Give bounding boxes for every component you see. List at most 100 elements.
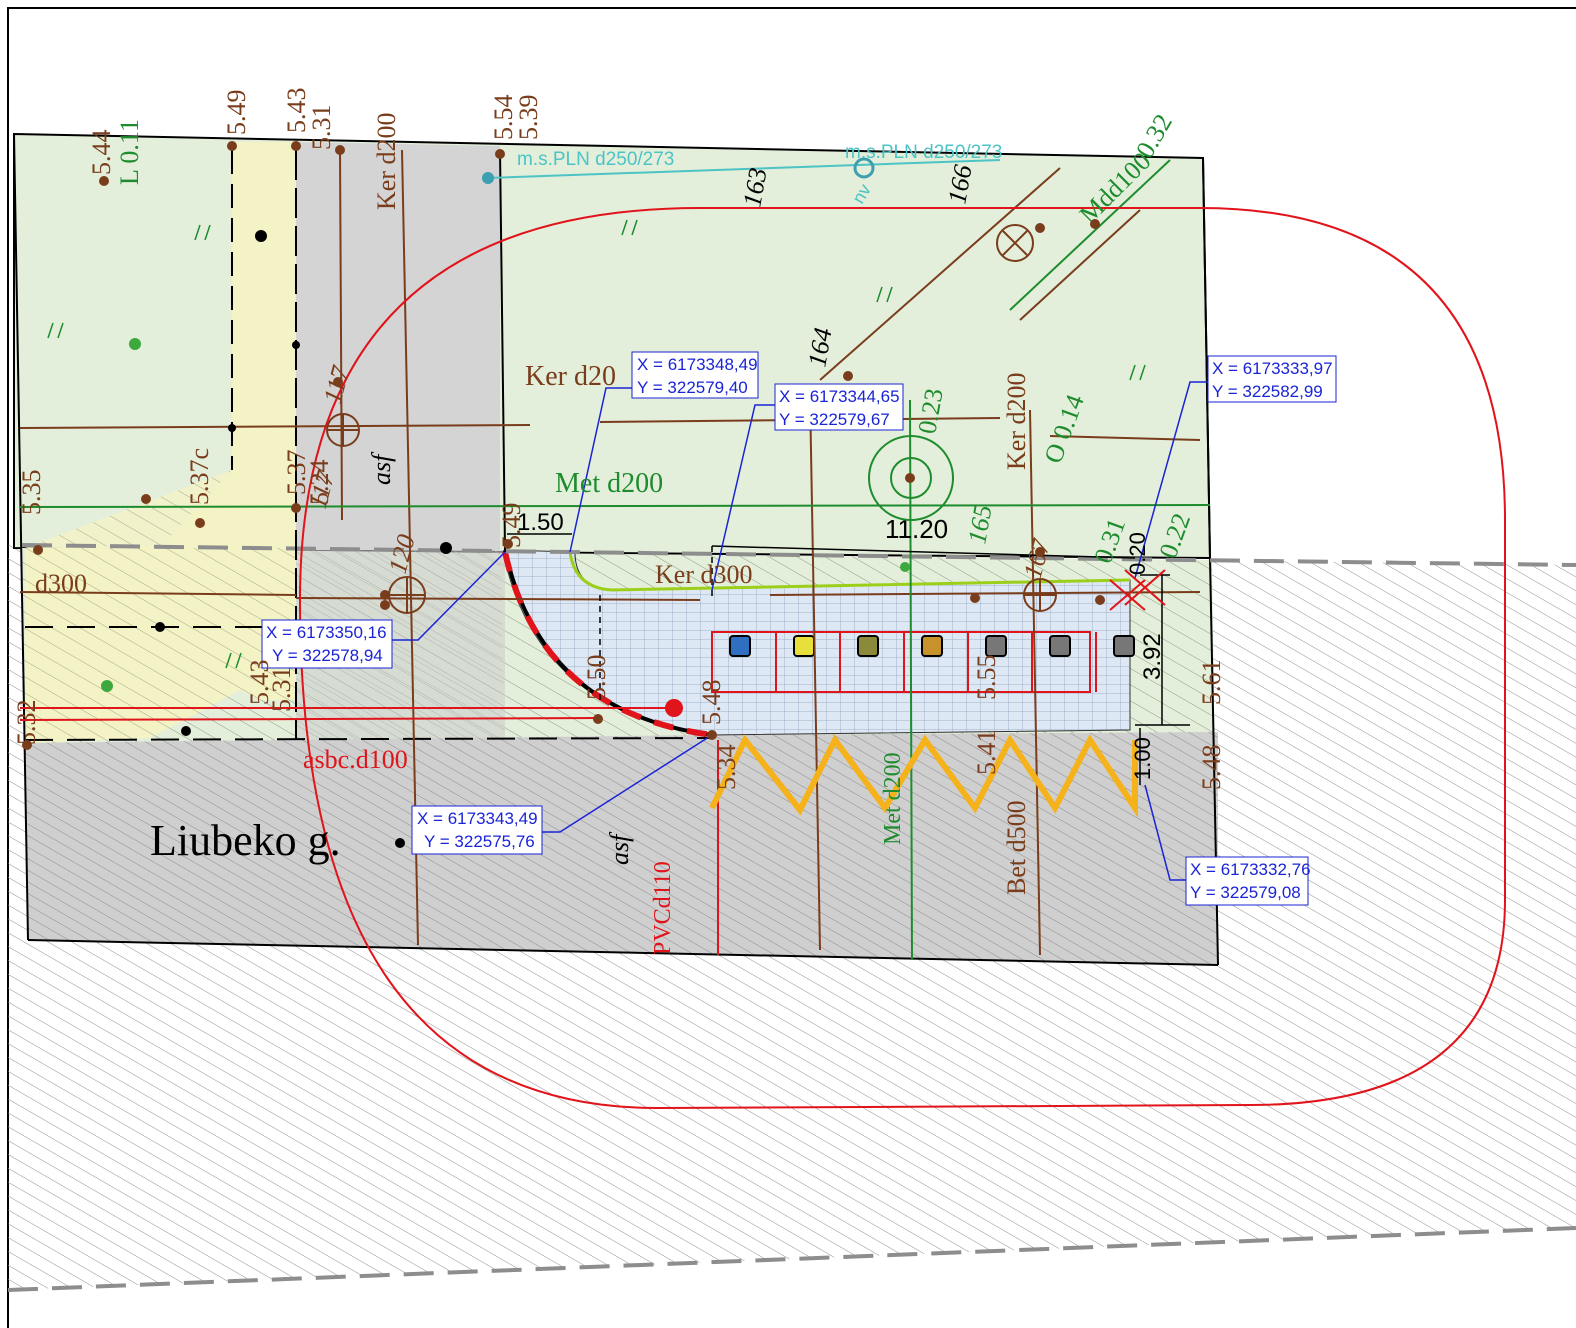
brown-utility-lines [19, 149, 1201, 956]
grass-symbols [47, 219, 1146, 669]
svg-text:5.39: 5.39 [514, 95, 543, 141]
svg-text:5.43: 5.43 [245, 660, 274, 706]
waste-bin [1049, 635, 1071, 657]
teal-utility-line [487, 159, 1001, 179]
svg-text:5.24: 5.24 [305, 460, 334, 506]
elevation-labels: 5.44 5.49 5.43 5.31 5.54 5.39 5.35 5.37c… [12, 88, 1226, 791]
svg-text:Ker d200: Ker d200 [372, 113, 401, 210]
svg-text:5.31: 5.31 [307, 105, 336, 151]
plot-boundary-right [1202, 157, 1219, 966]
waste-bin [793, 635, 815, 657]
waste-bin [729, 635, 751, 657]
svg-text:asf: asf [605, 831, 634, 865]
yellow-path-hatched [25, 470, 296, 743]
green-utility-lines [19, 159, 1211, 961]
street-point [395, 838, 405, 848]
utility-labels: Ker d200 Ker d20 Met d200 Ker d300 Ker d… [35, 113, 1031, 955]
svg-text:5.34: 5.34 [712, 745, 741, 791]
svg-text:Met d200: Met d200 [555, 468, 663, 499]
bin-enclosure [711, 631, 1091, 693]
svg-text:165: 165 [962, 503, 997, 546]
grey-dashed-boundary-top [21, 543, 1576, 567]
svg-text:Y = 322579,40: Y = 322579,40 [637, 378, 748, 397]
svg-text:m.s.PLN d250/273: m.s.PLN d250/273 [517, 149, 674, 170]
svg-text:d300: d300 [35, 569, 87, 598]
dashed-line-2 [24, 737, 713, 741]
svg-text:5.49: 5.49 [497, 503, 526, 549]
svg-text:asf: asf [367, 451, 396, 485]
svg-text:164: 164 [802, 326, 837, 369]
teal-point-2 [853, 157, 875, 179]
svg-text:Met d200: Met d200 [880, 752, 906, 845]
coord-box-4: X = 6173350,16 Y = 322578,94 [261, 619, 393, 669]
coord-box-6: X = 6173332,76 Y = 322579,08 [1185, 856, 1311, 906]
svg-text:Y = 322575,76: Y = 322575,76 [424, 832, 535, 851]
orange-zigzag [709, 734, 1138, 818]
coord-box-5: X = 6173343,49 Y = 322575,76 [411, 805, 543, 855]
removal-marks [1109, 569, 1166, 611]
svg-text:X = 6173350,16: X = 6173350,16 [266, 623, 387, 642]
svg-text:Y = 322582,99: Y = 322582,99 [1212, 382, 1323, 401]
svg-text:Y = 322579,67: Y = 322579,67 [779, 410, 890, 429]
street-hatch [25, 732, 1218, 965]
waste-bin [921, 635, 943, 657]
svg-text:5.37c: 5.37c [185, 448, 214, 505]
road-edge [499, 149, 506, 551]
svg-text:asbc.d100: asbc.d100 [303, 745, 408, 774]
plot-boundary-left [13, 133, 29, 941]
svg-text:5.48: 5.48 [697, 680, 726, 726]
svg-text:166: 166 [942, 163, 977, 206]
svg-text:5.50: 5.50 [582, 655, 611, 701]
svg-text:X = 6173332,76: X = 6173332,76 [1190, 860, 1311, 879]
svg-text:5.31: 5.31 [267, 667, 296, 713]
svg-text:Y = 322579,08: Y = 322579,08 [1190, 883, 1301, 902]
svg-text:5.48: 5.48 [1197, 745, 1226, 791]
waste-bins [729, 632, 1135, 692]
buffer-zone [298, 207, 1506, 1110]
tree-trunk [890, 457, 932, 499]
manholes [326, 224, 1057, 614]
svg-text:5.32: 5.32 [12, 700, 41, 746]
asphalt-vertical [296, 142, 500, 550]
red-connection-point [665, 699, 683, 717]
svg-text:5.55: 5.55 [972, 655, 1001, 701]
plot-boundary-bottom [27, 939, 1219, 966]
svg-text:5.43: 5.43 [282, 88, 311, 134]
dimension-lines [507, 533, 1190, 785]
svg-text:L 0.11: L 0.11 [115, 119, 144, 185]
coordinate-leaders [390, 381, 1210, 881]
svg-text:m.s.PLN d250/273: m.s.PLN d250/273 [845, 142, 1002, 163]
waste-bin [857, 635, 879, 657]
svg-text:5.41: 5.41 [972, 730, 1001, 776]
coord-box-2: X = 6173344,65 Y = 322579,67 [774, 383, 904, 431]
survey-points [22, 141, 1105, 750]
svg-text:1.00: 1.00 [1130, 737, 1155, 780]
svg-text:X = 6173343,49: X = 6173343,49 [417, 809, 538, 828]
svg-text:Ker d20: Ker d20 [525, 361, 616, 392]
red-utility-lines [19, 707, 719, 955]
dimension-labels: 1.50 11.20 3.92 1.00 0.20 [517, 509, 1166, 780]
waste-bin [1113, 635, 1135, 657]
coord-box-1: X = 6173348,49 Y = 322579,40 [631, 351, 759, 399]
svg-text:X = 6173333,97: X = 6173333,97 [1212, 359, 1333, 378]
svg-text:1.50: 1.50 [517, 509, 564, 536]
svg-text:Y = 322578,94: Y = 322578,94 [272, 646, 383, 665]
svg-text:5.35: 5.35 [17, 470, 46, 516]
svg-text:3.92: 3.92 [1139, 633, 1166, 680]
teal-point-1 [482, 172, 494, 184]
svg-text:163: 163 [737, 166, 772, 209]
waste-bin [985, 635, 1007, 657]
svg-text:0.20: 0.20 [1125, 532, 1150, 575]
curb-red-dashed [502, 551, 713, 738]
svg-text:Ker d200: Ker d200 [1002, 373, 1031, 470]
svg-text:5.44: 5.44 [87, 130, 116, 176]
coord-box-3: X = 6173333,97 Y = 322582,99 [1207, 355, 1337, 403]
svg-text:5.49: 5.49 [222, 90, 251, 136]
svg-text:11.20: 11.20 [885, 514, 948, 544]
svg-text:5.54: 5.54 [489, 95, 518, 141]
svg-text:Ker d300: Ker d300 [655, 560, 752, 589]
svg-text:X = 6173348,49: X = 6173348,49 [637, 355, 758, 374]
street-name: Liubeko g. [150, 816, 341, 865]
green-points [101, 338, 910, 692]
